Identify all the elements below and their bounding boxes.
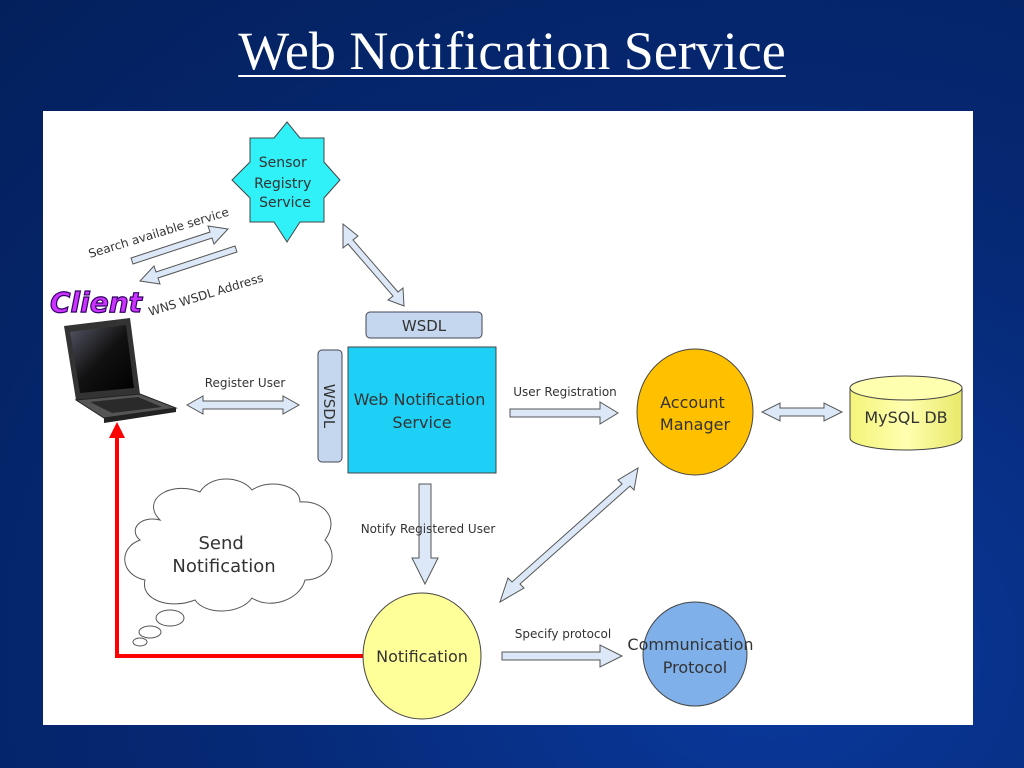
wns-address-arrow xyxy=(138,245,238,285)
mysql-db-label: MySQL DB xyxy=(864,408,947,427)
laptop-icon xyxy=(64,318,178,423)
send-to-client-line xyxy=(109,422,363,658)
send-notification-cloud xyxy=(124,478,333,647)
svg-text:Account Manager: Account Manager xyxy=(660,393,731,434)
register-user-arrow xyxy=(185,395,301,415)
diagram-panel xyxy=(43,111,973,725)
account-db-arrow xyxy=(760,402,844,422)
slide-title: Web Notification Service xyxy=(238,21,786,81)
wsdl-side-tab: WSDL xyxy=(317,349,343,463)
client-label: Client xyxy=(50,286,144,319)
account-manager-line-1: Account xyxy=(660,393,725,412)
wsdl-top-label: WSDL xyxy=(402,317,447,335)
send-notification-line-2: Notification xyxy=(172,556,275,577)
wns-address-label: WNS WSDL Address xyxy=(147,271,265,319)
communication-protocol-line-1: Communication xyxy=(627,635,753,654)
svg-text:Sensor Registry Se: Sensor Registry Service xyxy=(254,155,316,211)
web-notification-service-node: Web Notification Service xyxy=(347,346,497,474)
mysql-db-node: MySQL DB xyxy=(849,375,963,451)
account-notification-arrow xyxy=(499,467,639,604)
communication-protocol-node: Communication Protocol xyxy=(627,601,758,707)
account-manager-line-2: Manager xyxy=(660,415,731,434)
specify-protocol-arrow xyxy=(501,644,624,668)
wsdl-top-tab: WSDL xyxy=(365,311,483,339)
wns-line-1: Web Notification xyxy=(354,390,486,409)
register-user-label: Register User xyxy=(205,376,286,390)
notify-user-label: Notify Registered User xyxy=(361,522,496,536)
sensor-registry-line-3: Service xyxy=(259,195,311,211)
svg-text:Send Notification: Send Notification xyxy=(172,533,275,577)
svg-text:Communication Protocol: Communication Protocol xyxy=(627,635,758,677)
communication-protocol-line-2: Protocol xyxy=(663,658,727,677)
wsdl-side-label: WSDL xyxy=(320,384,338,429)
sensor-registry-service: Sensor Registry Service xyxy=(231,121,341,243)
sensor-registry-line-2: Registry xyxy=(254,176,311,192)
svg-text:Web Notification Service: Web Notification Service xyxy=(354,390,491,432)
sensor-registry-line-1: Sensor xyxy=(259,155,307,171)
notification-node: Notification xyxy=(362,592,482,720)
registry-wsdl-arrow xyxy=(342,222,405,307)
send-notification-line-1: Send xyxy=(198,533,243,554)
user-registration-arrow xyxy=(509,401,619,425)
account-manager-node: Account Manager xyxy=(636,348,754,476)
notify-user-arrow xyxy=(411,483,439,586)
notification-label: Notification xyxy=(376,647,468,666)
client-node: Client xyxy=(49,285,178,423)
search-service-arrow xyxy=(130,225,230,265)
wns-line-2: Service xyxy=(392,413,451,432)
specify-protocol-label: Specify protocol xyxy=(515,627,611,641)
user-registration-label: User Registration xyxy=(513,385,617,399)
